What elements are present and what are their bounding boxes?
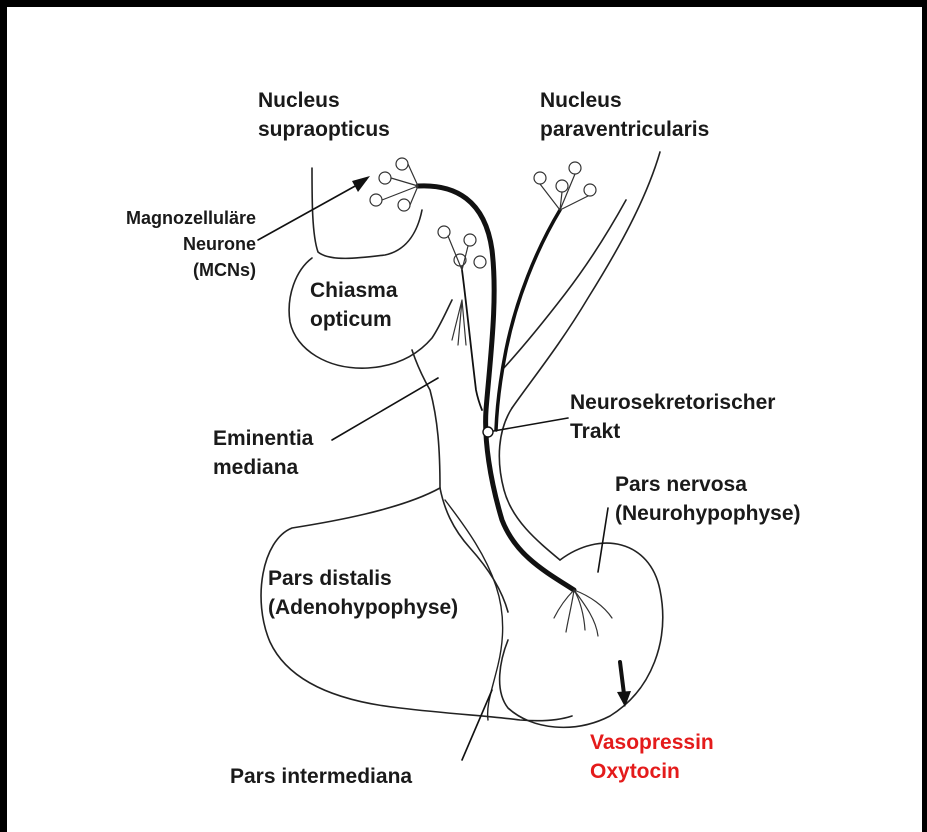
label-neurosekretorischer-trakt: Neurosekretorischer Trakt [570,388,775,446]
tract-from-paraventricularis [496,210,560,430]
release-arrow-head [617,691,631,707]
ventricle-wall-right-inner [502,200,626,370]
axon-terminals [554,590,612,636]
hormone-oxytocin: Oxytocin [590,757,714,786]
small-neuron-cluster [438,226,486,270]
label-pars-nervosa: Pars nervosa (Neurohypophyse) [615,470,801,528]
label-pars-distalis: Pars distalis (Adenohypophyse) [268,564,458,622]
hypothalamus-outline-left [312,168,422,258]
paraventricularis-neurons [534,162,596,210]
supraopticus-neurons [370,158,418,211]
hormone-vasopressin: Vasopressin [590,728,714,757]
label-nucleus-paraventricularis: Nucleus paraventricularis [540,86,709,144]
label-nucleus-supraopticus: Nucleus supraopticus [258,86,390,144]
tract-marker [483,427,493,437]
label-pars-intermediana: Pars intermediana [230,762,412,791]
label-hormones: Vasopressin Oxytocin [590,728,714,786]
pars-nervosa-outline [500,543,663,727]
label-magnozellulaere-neurone: Magnozelluläre Neurone (MCNs) [66,205,256,283]
release-arrow-shaft [620,662,624,694]
label-eminentia-mediana: Eminentia mediana [213,424,313,482]
pointer-arrowhead [352,176,370,192]
eminentia-outline [412,350,440,488]
eminentia-terminals [452,300,466,345]
ventricle-wall-right-outer [512,152,660,408]
tract-main-stalk [486,410,574,590]
tract-from-supraopticus [418,186,494,410]
label-chiasma-opticum: Chiasma opticum [310,276,398,334]
